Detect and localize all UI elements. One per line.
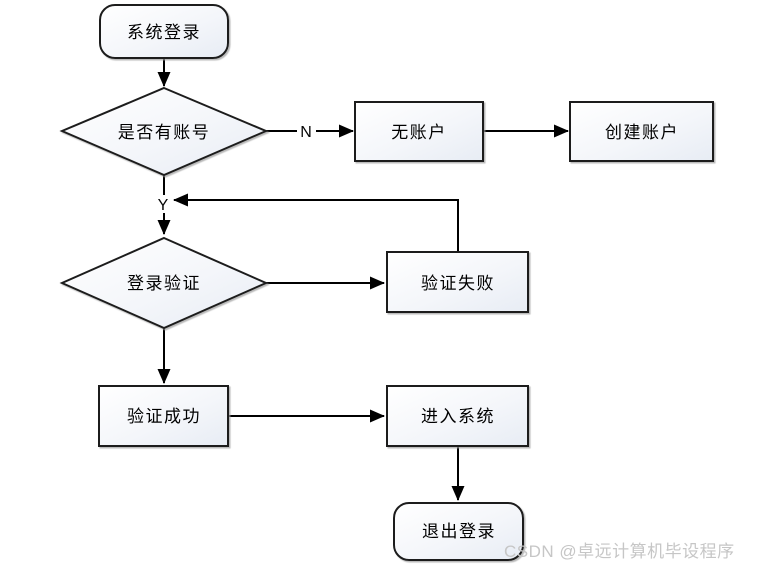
edge-labels-layer: N Y xyxy=(155,121,316,214)
branch-label-no: N xyxy=(300,124,312,141)
watermark-text: CSDN @卓远计算机毕设程序 xyxy=(504,542,735,561)
n-label-halo xyxy=(297,121,316,141)
no-account-node-label: 无账户 xyxy=(391,123,447,142)
verify-fail-node-shape xyxy=(386,251,529,313)
enter-system-node-label: 进入系统 xyxy=(421,407,495,426)
login-verify-decision-label: 登录验证 xyxy=(127,274,201,293)
logout-node-label: 退出登录 xyxy=(422,522,496,541)
branch-label-yes: Y xyxy=(158,197,169,214)
start-node-label: 系统登录 xyxy=(127,23,201,42)
no-account-node-shape xyxy=(354,101,484,162)
login-verify-decision-shape xyxy=(59,236,269,330)
verify-success-node-shape xyxy=(98,385,229,447)
verify-success-node-label: 验证成功 xyxy=(127,407,201,426)
edge-verify-fail-feedback xyxy=(173,193,459,252)
edges-layer xyxy=(157,58,569,501)
create-account-node-label: 创建账户 xyxy=(605,123,679,142)
has-account-decision-label: 是否有账号 xyxy=(118,123,211,142)
has-account-decision-shape xyxy=(59,86,269,177)
node-labels-layer: 系统登录 是否有账号 无账户 创建账户 登录验证 验证失败 验证成功 进入系统 … xyxy=(118,23,679,541)
create-account-node-shape xyxy=(569,101,714,162)
enter-system-node-shape xyxy=(386,385,529,447)
logout-node-shape xyxy=(393,502,524,561)
verify-fail-node-label: 验证失败 xyxy=(421,274,495,293)
start-node-shape xyxy=(99,4,229,59)
y-label-halo xyxy=(155,195,172,213)
nodes-layer xyxy=(59,4,714,561)
